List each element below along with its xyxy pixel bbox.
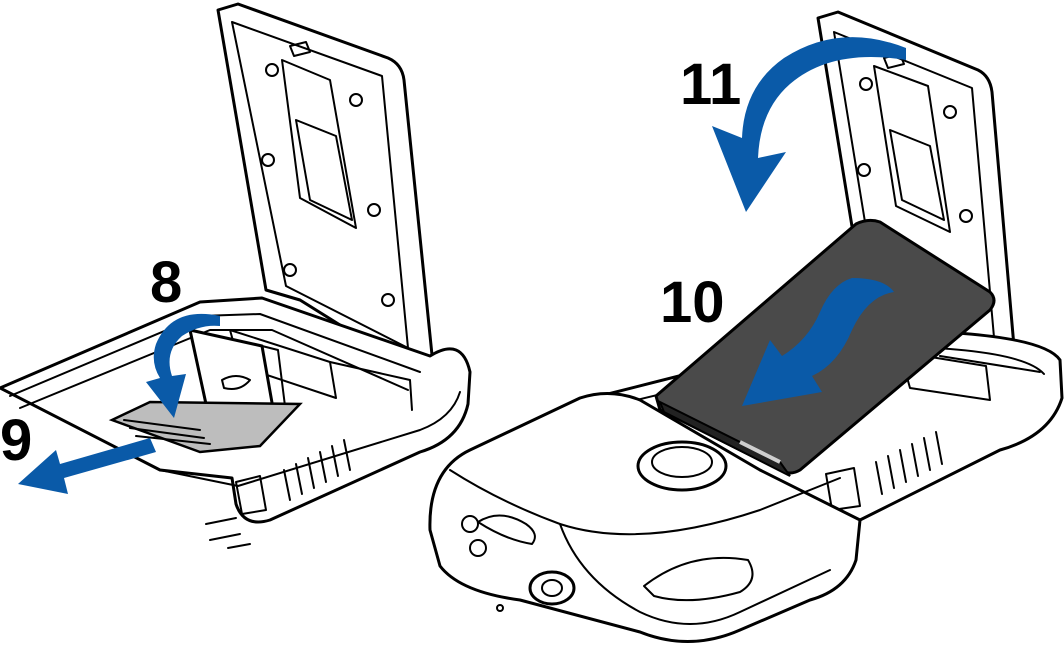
left-speaker-grille <box>283 439 351 501</box>
right-phone-assembly <box>428 10 1064 644</box>
step-label-10: 10 <box>660 270 725 335</box>
right-speaker-grille <box>875 431 943 495</box>
arrow-step-10 <box>742 278 894 406</box>
arrow-step-9 <box>18 438 156 494</box>
step-label-11: 11 <box>680 52 741 117</box>
arrow-step-11 <box>712 37 906 213</box>
left-phone-open <box>0 2 472 549</box>
step-label-8: 8 <box>150 250 182 315</box>
sim-card <box>108 400 303 454</box>
arrow-step-8 <box>146 313 220 418</box>
step-label-9: 9 <box>0 408 32 473</box>
